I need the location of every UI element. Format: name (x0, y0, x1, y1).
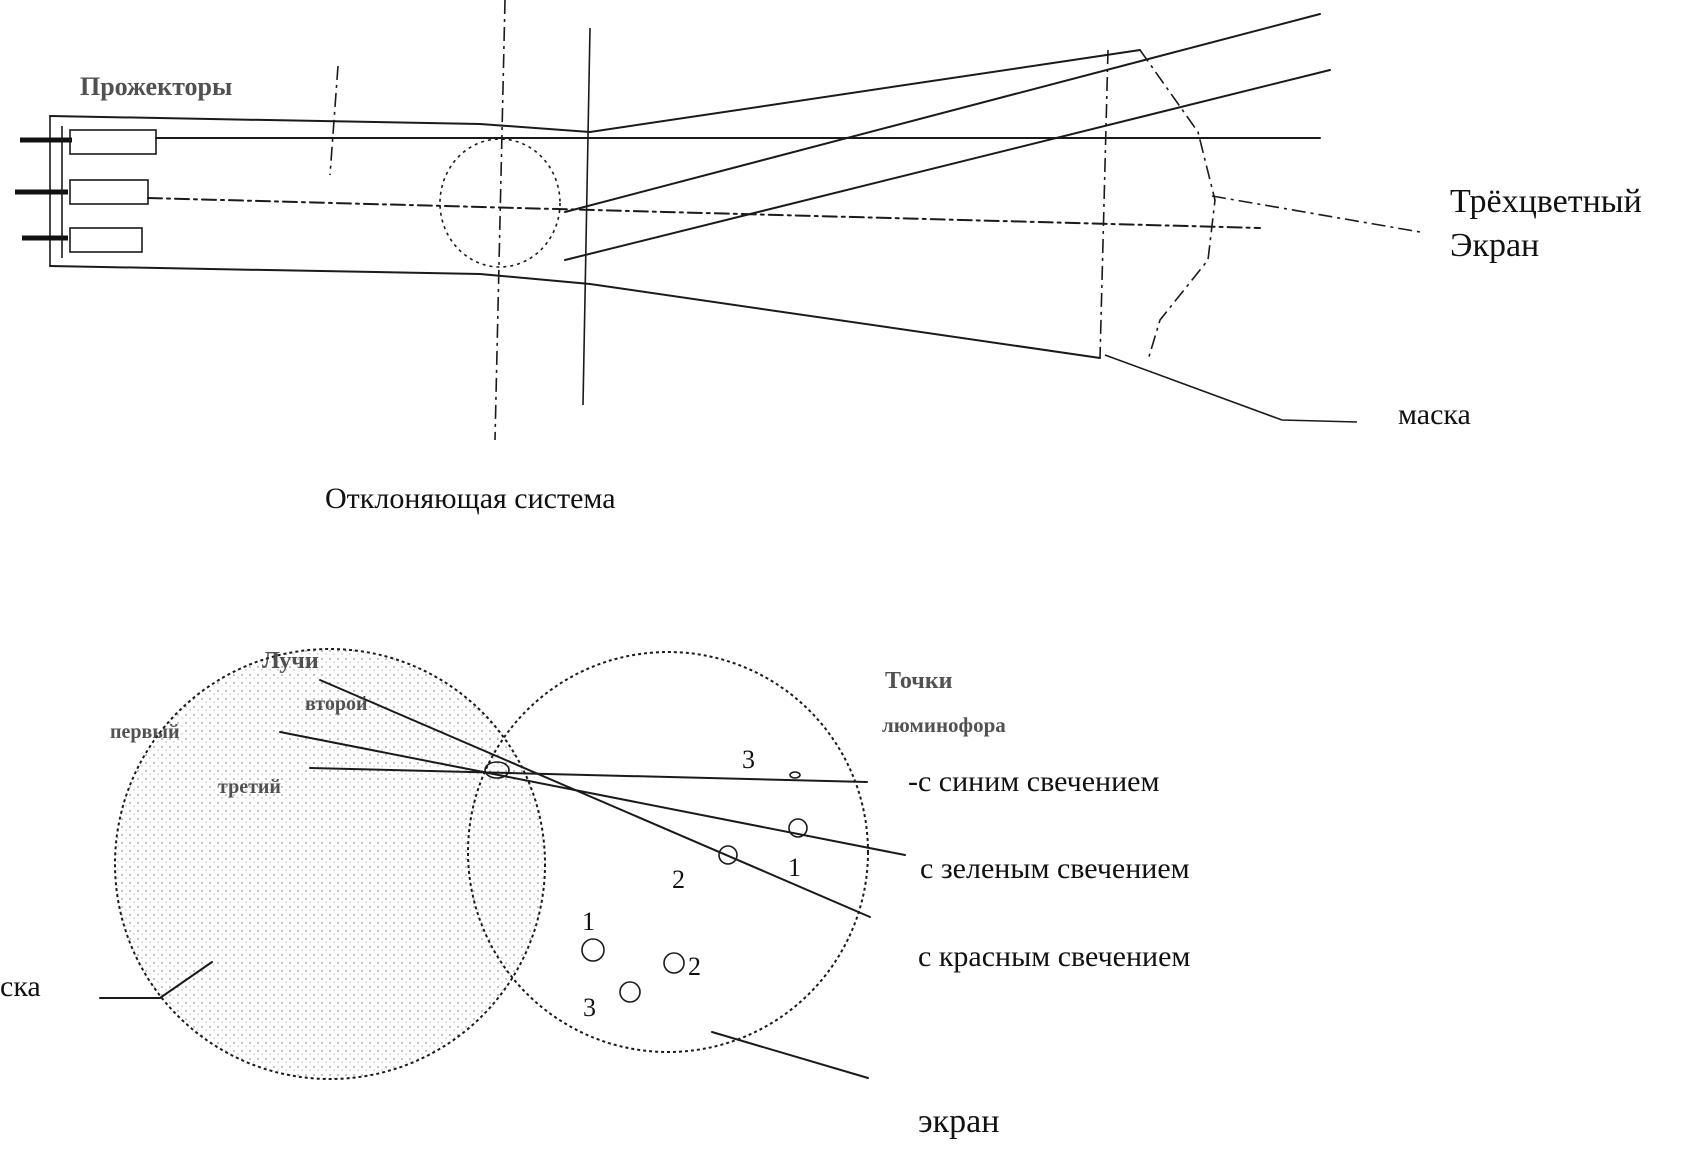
num-1a: 1 (788, 853, 801, 882)
beam-crossing (564, 13, 1321, 213)
screen-leader (1211, 195, 1421, 233)
crt-tube-side-view (15, 0, 1421, 441)
num-1b: 1 (582, 907, 595, 936)
tube-upper-outline (49, 49, 1141, 134)
deflection-axis-left (494, 0, 506, 441)
mask-partial-label: ска (0, 970, 41, 1003)
mask-aperture (484, 761, 510, 779)
red-glow-label: с красным свечением (918, 940, 1190, 973)
tube-lower-outline (49, 265, 1101, 359)
dot-a (581, 938, 605, 962)
screen-label: Экран (1450, 227, 1539, 264)
mask-screen-detail (99, 648, 906, 1080)
ray-first-line (279, 731, 906, 856)
tricolor-screen-label: Трёхцветный (1450, 183, 1642, 220)
mask-leader-bottom (99, 961, 213, 999)
ray-second-line (319, 679, 871, 918)
dot-red-1 (718, 845, 738, 865)
phosphor-dots-label-2: люминофора (882, 713, 1006, 737)
projector-leader (329, 65, 339, 176)
electron-gun-3 (69, 227, 143, 253)
ray-third-line (309, 767, 868, 783)
num-2b: 2 (688, 952, 701, 981)
shadow-mask-line (1099, 49, 1109, 359)
deflection-axis-right (582, 27, 591, 406)
ray-first-label: первый (110, 721, 179, 743)
electron-gun-2 (69, 179, 149, 205)
mask-leader (1104, 354, 1358, 423)
phosphor-dots-label-1: Точки (885, 668, 953, 694)
num-3b: 3 (583, 993, 596, 1022)
num-3a: 3 (742, 745, 755, 774)
projectors-label: Прожекторы (80, 72, 232, 101)
mask-label: маска (1398, 398, 1471, 431)
dot-blue-1 (789, 771, 801, 779)
screen-circle (467, 651, 869, 1053)
deflection-system-label: Отклоняющая система (325, 482, 616, 515)
blue-glow-label: -с синим свечением (908, 765, 1159, 798)
beam-middle (147, 197, 1261, 229)
ray-second-label: второй (305, 693, 368, 715)
screen-curve (1139, 49, 1216, 361)
num-2a: 2 (672, 865, 685, 894)
dot-green-1 (788, 818, 808, 838)
rays-label: Лучи (262, 648, 319, 674)
mask-circle (114, 648, 546, 1080)
screen-leader-bottom (711, 1031, 869, 1079)
green-glow-label: с зеленым свечением (920, 852, 1190, 885)
electron-gun-1 (69, 129, 157, 155)
deflection-coil (439, 138, 561, 268)
dot-b (663, 952, 685, 974)
screen-bottom-label: экран (918, 1103, 999, 1140)
beam-lower (564, 69, 1331, 261)
dot-c (619, 981, 641, 1003)
ray-third-label: третий (218, 776, 281, 798)
